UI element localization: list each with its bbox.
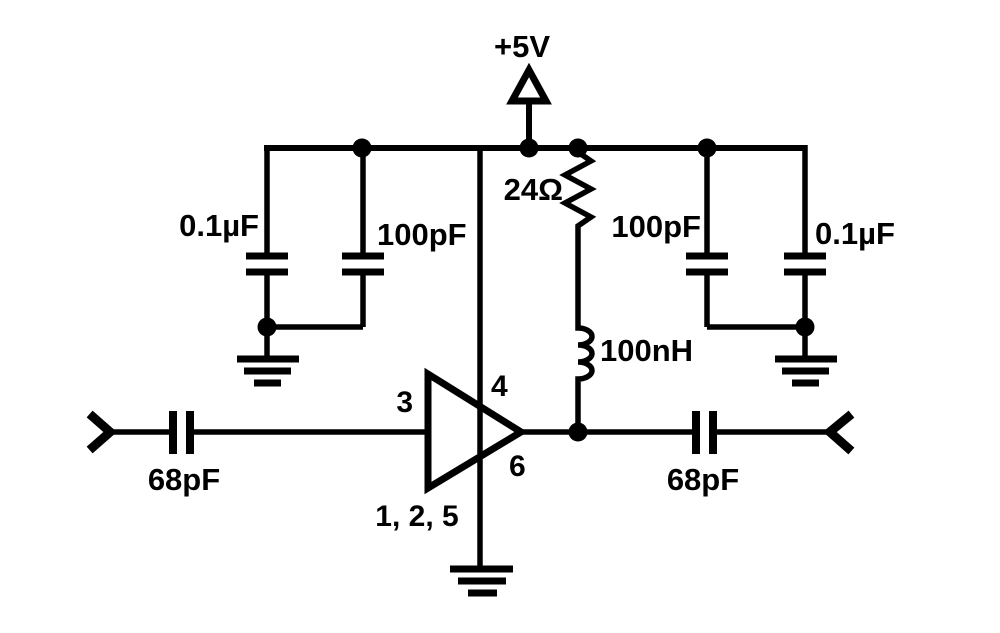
left-rf-capacitor: [267, 148, 384, 330]
junction-dots: [257, 138, 815, 442]
ground-symbol-center: [450, 565, 513, 597]
resistor-label: 24Ω: [504, 172, 563, 207]
inductor-label: 100nH: [600, 333, 693, 368]
pin-6-label: 6: [509, 450, 526, 483]
pin-4-label: 4: [491, 370, 508, 403]
pins-125-label: 1, 2, 5: [375, 500, 458, 533]
output-coupling-capacitor: [519, 411, 832, 454]
resistor-24ohm: [559, 148, 597, 322]
output-terminal-icon: [824, 410, 855, 455]
inductor-100nh: [575, 322, 595, 432]
input-terminal-icon: [86, 410, 116, 454]
input-coupling-capacitor-label: 68pF: [148, 462, 220, 497]
output-coupling-capacitor-label: 68pF: [667, 462, 739, 497]
input-coupling-capacitor: [107, 411, 429, 454]
right-bypass-capacitor-label: 0.1µF: [815, 216, 895, 251]
right-rf-capacitor-label: 100pF: [611, 209, 701, 244]
pin-3-label: 3: [396, 386, 413, 419]
right-rf-capacitor: [686, 148, 805, 330]
left-rf-capacitor-label: 100pF: [377, 217, 467, 252]
supply-label: +5V: [494, 29, 550, 64]
supply-arrow-icon: [506, 62, 552, 148]
left-bypass-capacitor-label: 0.1µF: [179, 208, 259, 243]
